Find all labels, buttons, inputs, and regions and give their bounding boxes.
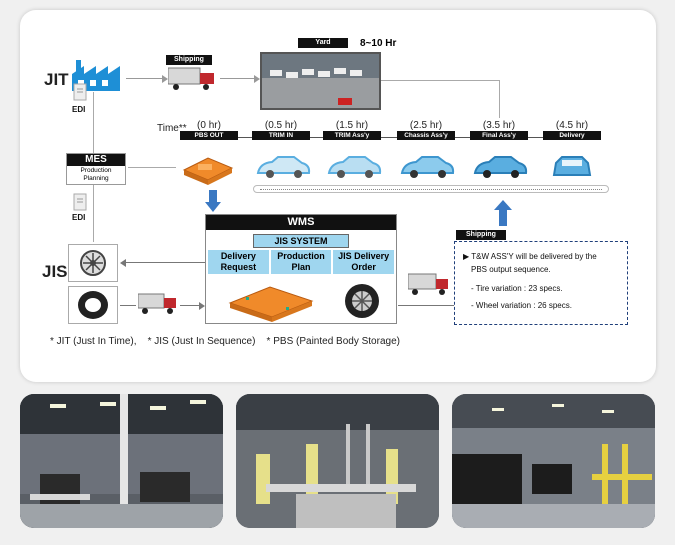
stage-name: PBS OUT bbox=[180, 131, 238, 140]
tw-assembly-note-box: ▶ T&W ASS'Y will be delivered by the PBS… bbox=[454, 241, 628, 325]
tw-note-line: ▶ T&W ASS'Y will be delivered by the bbox=[463, 252, 597, 261]
wms-to-shipping-connector bbox=[398, 305, 408, 306]
stage-arrow bbox=[310, 137, 323, 138]
warehouse-image bbox=[20, 394, 223, 528]
wms-cell: JIS Delivery Order bbox=[333, 250, 395, 274]
stage-name: TRIM IN bbox=[252, 131, 310, 140]
stage-0: (0 hr) PBS OUT bbox=[180, 120, 238, 140]
yard-duration: 8~10 Hr bbox=[360, 38, 397, 49]
arrow-truck-to-yard bbox=[220, 78, 258, 79]
yard-tag: Yard bbox=[298, 38, 348, 48]
stage-time: (2.5 hr) bbox=[409, 120, 443, 131]
arrow-factory-to-truck bbox=[126, 78, 166, 79]
wheel-icon bbox=[345, 284, 379, 318]
edi-document-icon-bottom bbox=[73, 193, 87, 211]
truck-icon bbox=[408, 273, 448, 295]
stage-4: (3.5 hr) Final Ass'y bbox=[470, 120, 528, 140]
wms-block: WMS JIS SYSTEM Delivery Request Producti… bbox=[205, 214, 397, 324]
wms-cell: Production Plan bbox=[270, 250, 332, 274]
stage-5: (4.5 hr) Delivery bbox=[543, 120, 601, 140]
edi-label-bottom: EDI bbox=[72, 213, 86, 222]
stage-time: (4.5 hr) bbox=[555, 120, 589, 131]
mes-title: MES bbox=[67, 154, 125, 166]
car-delivery-icon bbox=[552, 156, 592, 176]
arrow-head-icon bbox=[162, 75, 168, 83]
wms-to-wheel-connector bbox=[124, 262, 205, 263]
car-trim-icon bbox=[327, 156, 382, 178]
mes-box: MES Production Planning bbox=[66, 153, 126, 185]
wheel-supplier-box bbox=[68, 244, 118, 282]
tire-icon bbox=[78, 291, 108, 319]
wms-cells: Delivery Request Production Plan JIS Del… bbox=[206, 248, 396, 274]
yard-photo bbox=[260, 52, 381, 110]
stage-name: Final Ass'y bbox=[470, 131, 528, 140]
car-chassis-icon bbox=[400, 156, 455, 178]
stage-arrow bbox=[528, 137, 543, 138]
tire-to-truck-connector bbox=[120, 305, 136, 306]
stage-time: (0 hr) bbox=[197, 120, 221, 131]
tire-supplier-box bbox=[68, 286, 118, 324]
truck-icon bbox=[138, 293, 176, 314]
process-diagram-panel: JIT EDI MES Production Planning EDI JIS … bbox=[20, 10, 656, 382]
wms-title: WMS bbox=[206, 215, 396, 230]
line-track-dots bbox=[260, 189, 602, 190]
arrow-head-icon bbox=[120, 259, 126, 267]
arrow-head-icon bbox=[254, 75, 260, 83]
yard-to-final-connector bbox=[381, 80, 499, 81]
warehouse-image bbox=[452, 394, 655, 528]
wms-cell: Delivery Request bbox=[208, 250, 269, 274]
stage-time: (3.5 hr) bbox=[482, 120, 516, 131]
stage-arrow bbox=[238, 137, 252, 138]
stage-time: (1.5 hr) bbox=[335, 120, 369, 131]
shipping-tag-top: Shipping bbox=[166, 55, 212, 65]
edi-document-icon bbox=[73, 83, 87, 101]
truck-to-wms-connector bbox=[180, 305, 202, 306]
wheel-icon bbox=[80, 250, 106, 276]
edi-label-top: EDI bbox=[72, 105, 86, 114]
parked-cars-image bbox=[262, 54, 379, 108]
stage-name: Delivery bbox=[543, 131, 601, 140]
stage-name: Chassis Ass'y bbox=[397, 131, 455, 140]
stage-time: (0.5 hr) bbox=[264, 120, 298, 131]
warehouse-image bbox=[236, 394, 439, 528]
yard-down-connector bbox=[499, 80, 500, 118]
jis-label: JIS bbox=[42, 262, 68, 281]
truck-to-box-connector bbox=[408, 305, 454, 306]
arrow-head-icon bbox=[199, 302, 205, 310]
car-body-pallet-icon bbox=[182, 157, 234, 185]
tw-note-line: - Wheel variation : 26 specs. bbox=[471, 301, 572, 310]
car-final-icon bbox=[473, 156, 528, 178]
stage-3: (2.5 hr) Chassis Ass'y bbox=[397, 120, 455, 140]
warehouse-photo-1 bbox=[20, 394, 223, 528]
truck-icon bbox=[168, 67, 214, 90]
mes-subtitle: Production Planning bbox=[80, 167, 112, 182]
mes-to-pbs-connector bbox=[128, 167, 176, 168]
warehouse-photo-2 bbox=[236, 394, 439, 528]
car-body-icon bbox=[256, 156, 311, 178]
warehouse-photo-3 bbox=[452, 394, 655, 528]
jis-system-label: JIS SYSTEM bbox=[253, 234, 349, 248]
tw-note-line: - Tire variation : 23 specs. bbox=[471, 284, 563, 293]
stage-name: TRIM Ass'y bbox=[323, 131, 381, 140]
jit-label: JIT bbox=[44, 70, 69, 89]
footnote: * JIT (Just In Time), * JIS (Just In Seq… bbox=[50, 336, 400, 347]
up-arrow-icon bbox=[494, 200, 512, 226]
tw-note-line: PBS output sequence. bbox=[471, 265, 551, 274]
stage-2: (1.5 hr) TRIM Ass'y bbox=[323, 120, 381, 140]
stage-arrow bbox=[455, 137, 470, 138]
stage-arrow bbox=[381, 137, 397, 138]
time-prefix: Time** bbox=[157, 123, 187, 134]
down-arrow-icon bbox=[205, 190, 221, 212]
stage-1: (0.5 hr) TRIM IN bbox=[252, 120, 310, 140]
shipping-tag-jis: Shipping bbox=[456, 230, 506, 240]
tw-pallet-icon bbox=[228, 286, 314, 322]
